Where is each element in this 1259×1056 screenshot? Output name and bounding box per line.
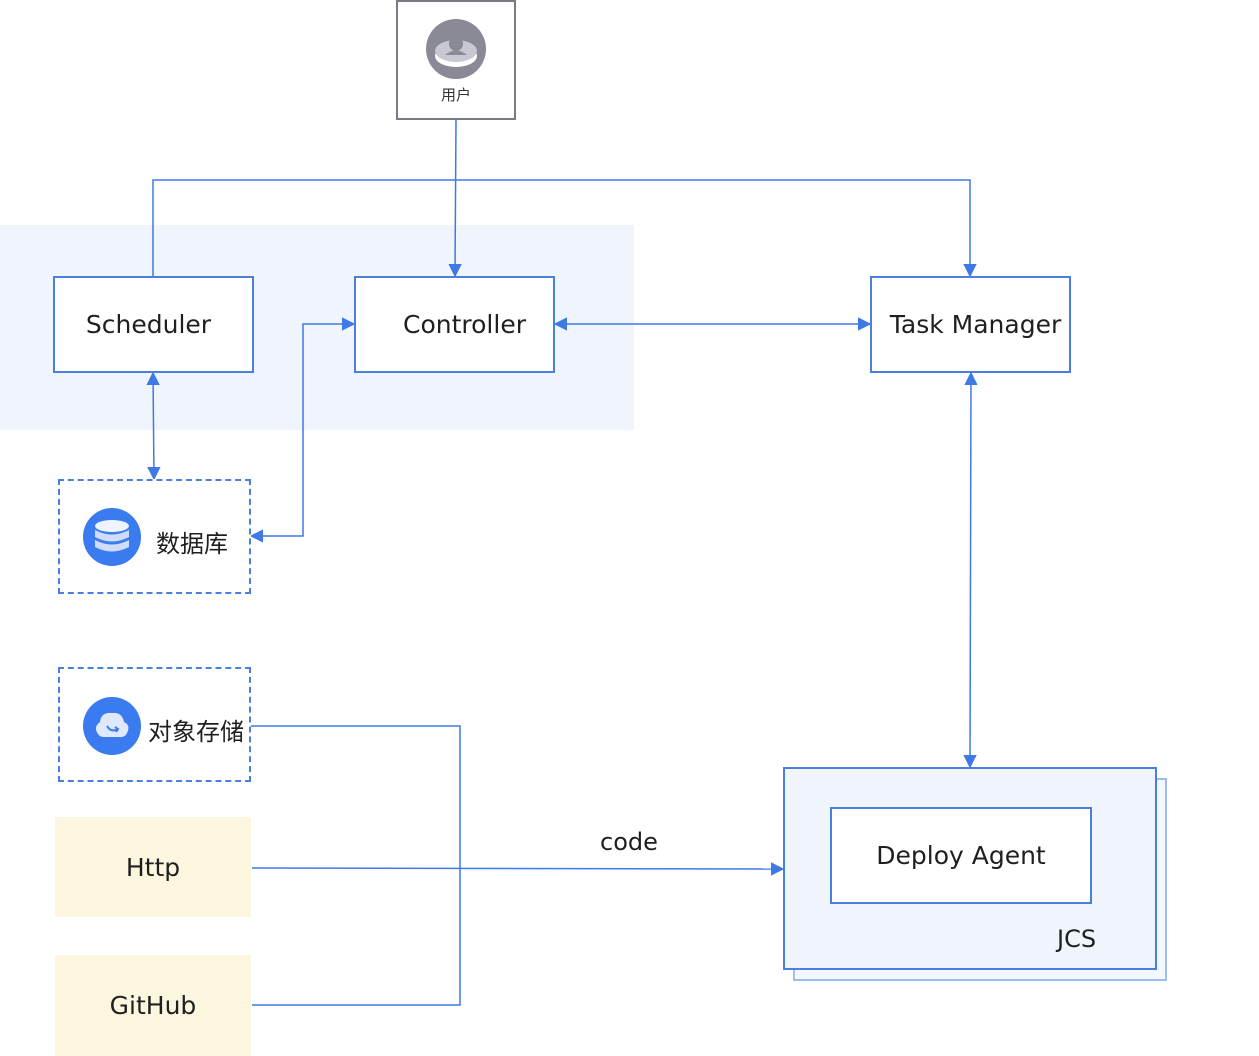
scheduler-node[interactable]: Scheduler [53, 276, 254, 373]
edge-database-controller [249, 317, 356, 543]
edge-http-jcs [251, 862, 785, 876]
github-label: GitHub [109, 991, 197, 1020]
jcs-label: JCS [1057, 925, 1097, 953]
github-node[interactable]: GitHub [55, 955, 251, 1056]
controller-node[interactable]: Controller [354, 276, 555, 373]
task-manager-label: Task Manager [889, 310, 1062, 339]
database-node[interactable]: 数据库 [58, 479, 251, 594]
scheduler-label: Scheduler [85, 310, 212, 339]
http-label: Http [125, 852, 181, 882]
object-storage-node[interactable]: 对象存储 [58, 667, 251, 782]
database-icon [83, 508, 141, 566]
http-node[interactable]: Http [55, 817, 251, 917]
edge-scheduler-taskmanager [152, 179, 977, 278]
user-label: 用户 [440, 86, 471, 104]
code-edge-label: code [600, 828, 658, 856]
database-label: 数据库 [156, 530, 228, 558]
edge-scheduler-database [146, 371, 161, 481]
controller-label: Controller [403, 310, 526, 339]
edge-user-controller [448, 119, 462, 278]
object-storage-label: 对象存储 [148, 718, 244, 746]
deploy-agent-label: Deploy Agent [876, 841, 1046, 870]
deploy-agent-node[interactable]: Deploy Agent [830, 807, 1092, 904]
user-node[interactable]: 用户 [396, 0, 516, 120]
user-icon [426, 19, 486, 79]
edge-taskmanager-jcs [963, 371, 978, 769]
edge-objectstorage-bus [251, 725, 461, 1006]
cloud-storage-icon [83, 697, 141, 755]
task-manager-node[interactable]: Task Manager [870, 276, 1071, 373]
